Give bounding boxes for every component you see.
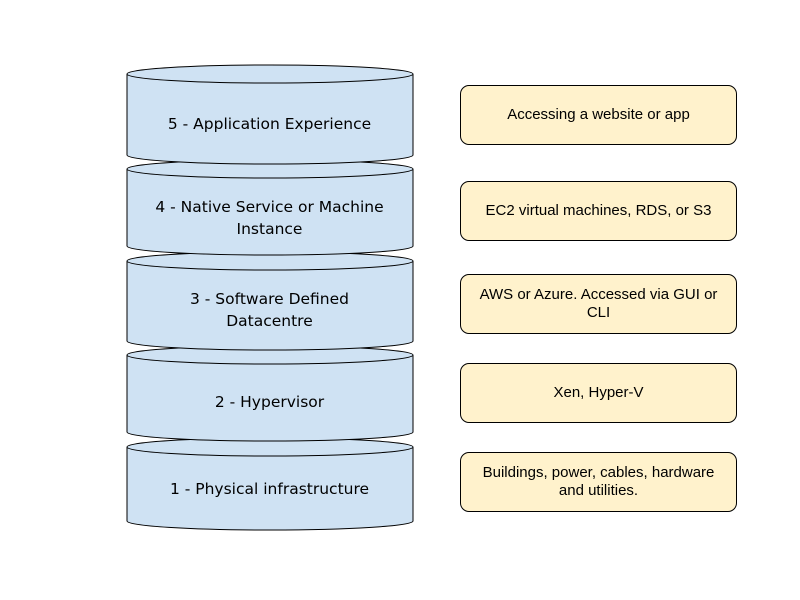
layer-cylinder-5 (126, 64, 414, 165)
layer-note-5: Accessing a website or app (460, 85, 737, 145)
layer-cylinder-2 (126, 345, 414, 442)
layer-note-4: EC2 virtual machines, RDS, or S3 (460, 181, 737, 241)
layer-label-2: 2 - Hypervisor (214, 393, 325, 411)
layer-label-4: 4 - Native Service or Machine Instance (155, 198, 384, 238)
layer-cylinder-3 (126, 251, 414, 351)
layer-label-1: 1 - Physical infrastructure (169, 480, 370, 498)
layer-label-5: 5 - Application Experience (167, 115, 372, 133)
layer-note-2: Xen, Hyper-V (460, 363, 737, 423)
layer-note-1: Buildings, power, cables, hardware and u… (460, 452, 737, 512)
layer-label-3: 3 - Software Defined Datacentre (190, 290, 349, 330)
layer-note-3: AWS or Azure. Accessed via GUI or CLI (460, 274, 737, 334)
layer-cylinder-4 (126, 159, 414, 256)
